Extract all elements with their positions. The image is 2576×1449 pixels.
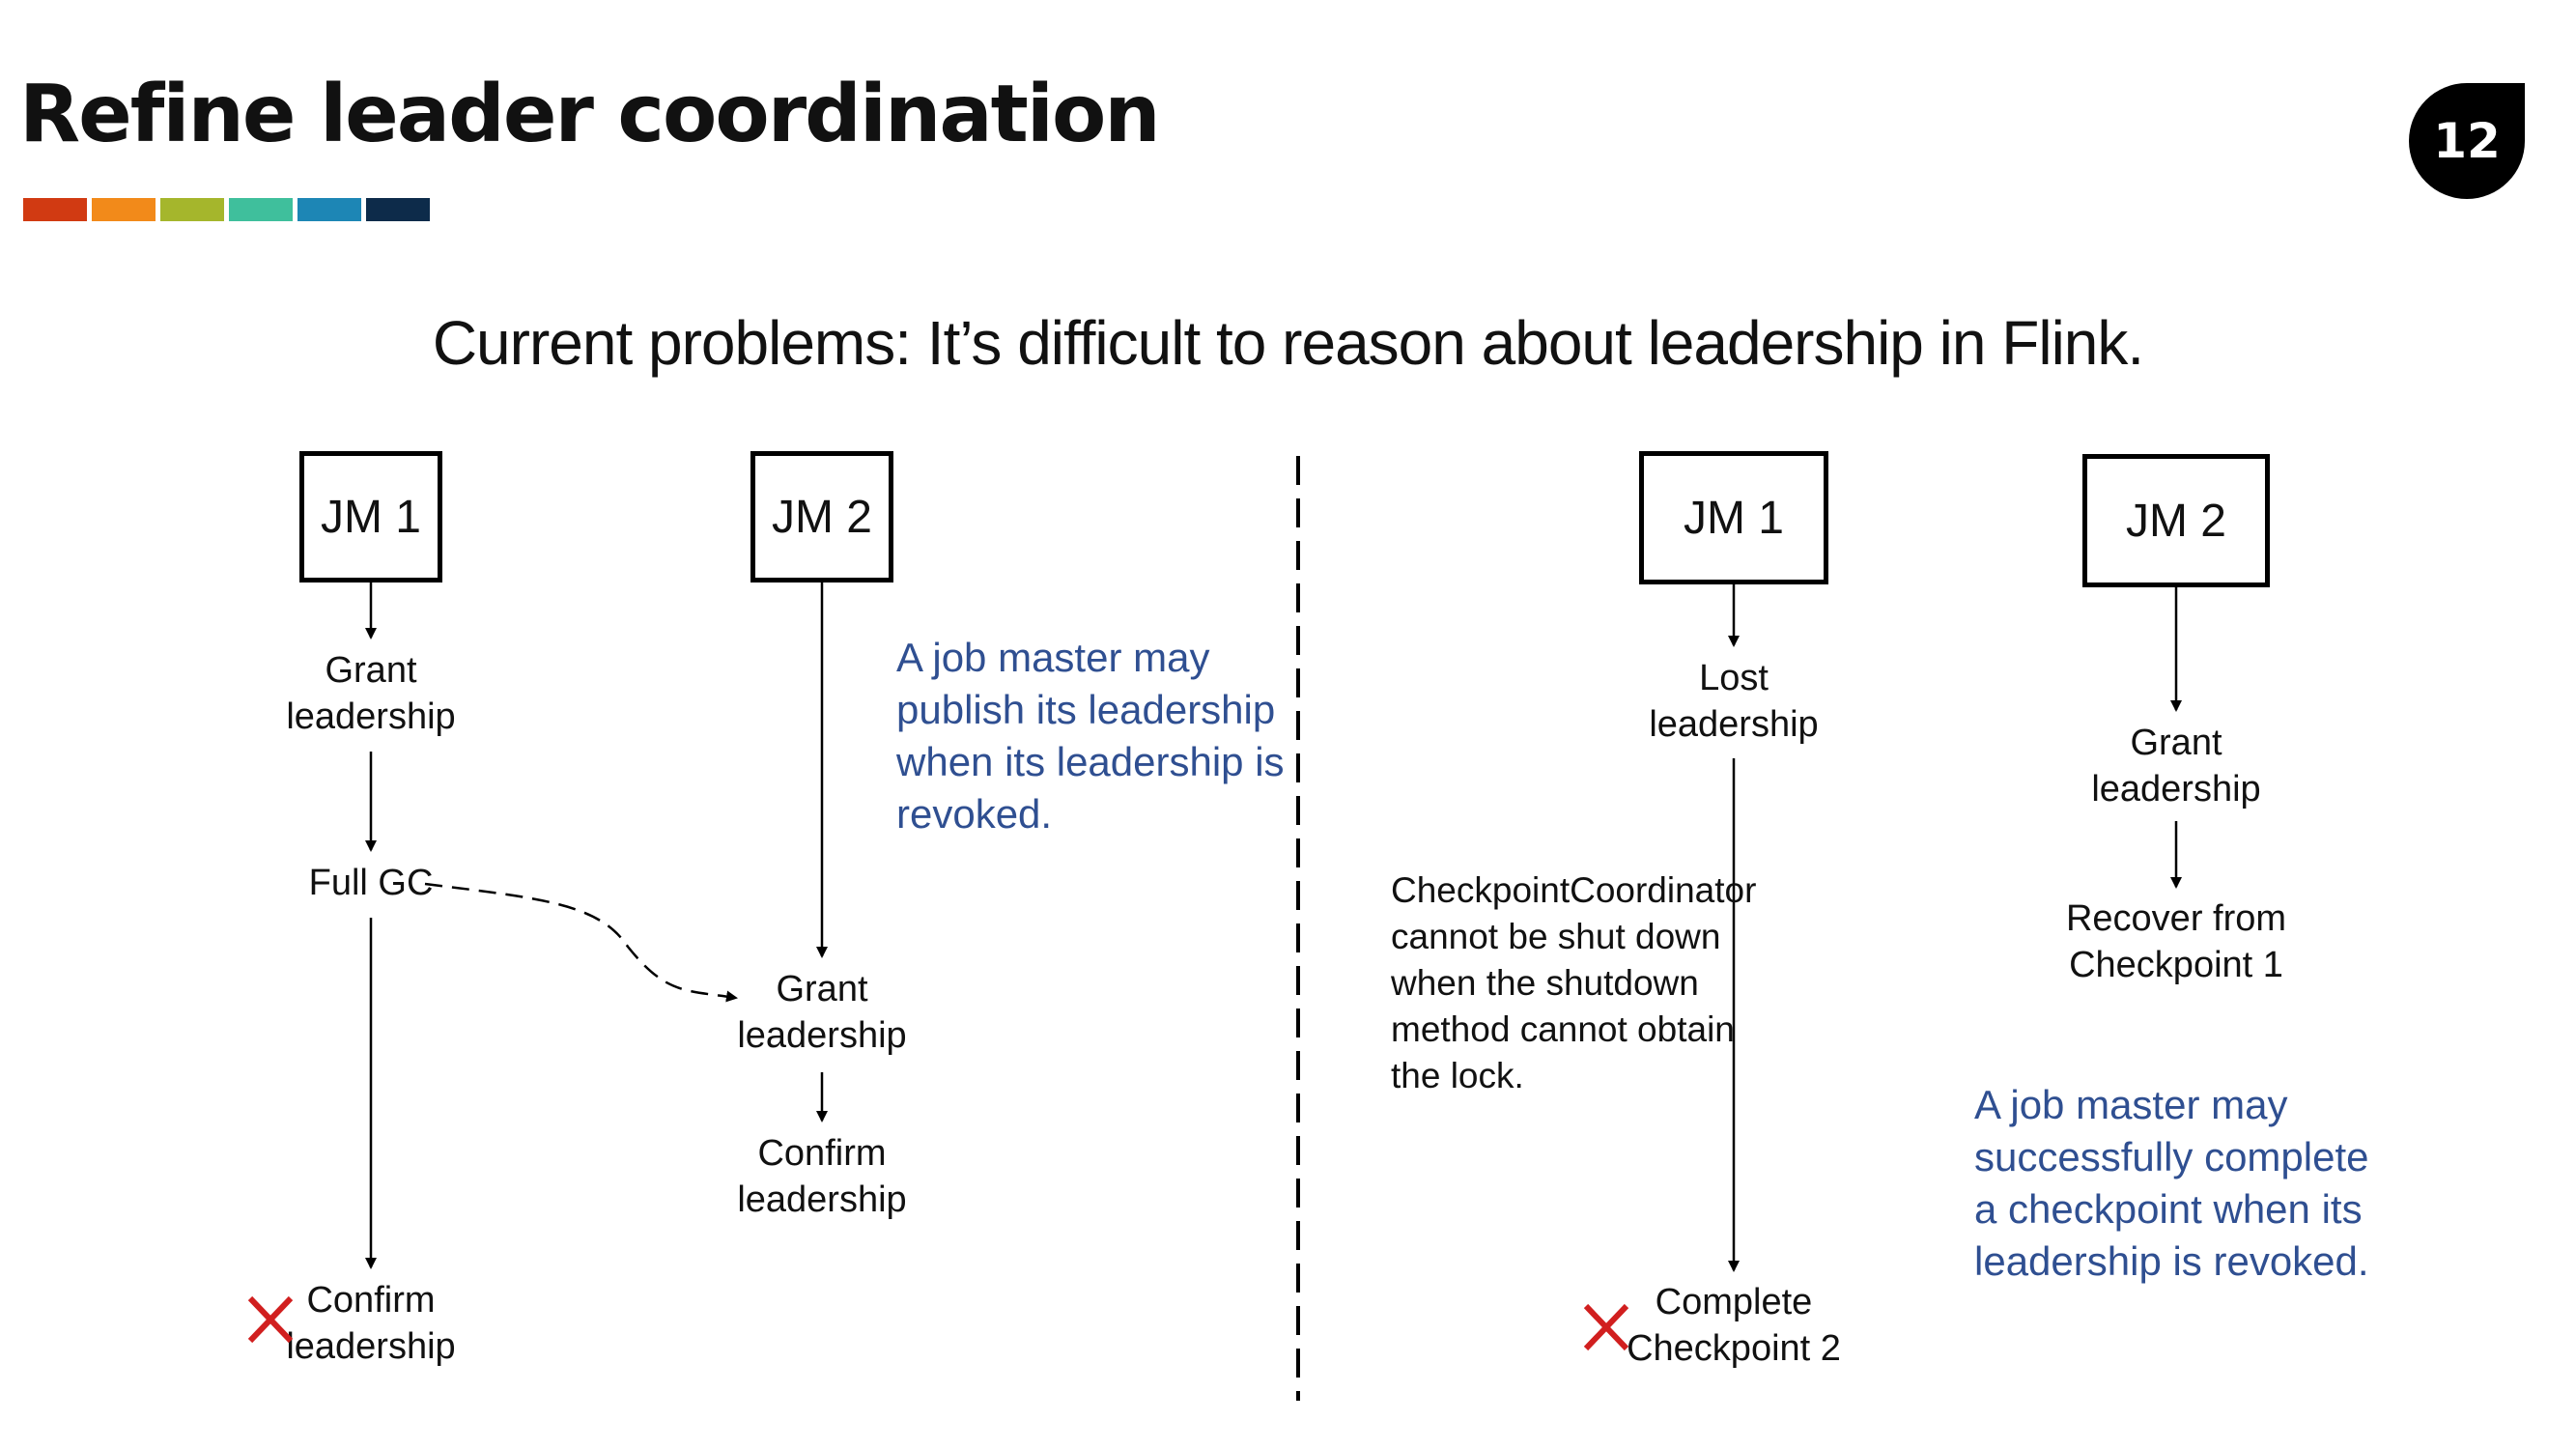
color-bar-segment bbox=[23, 198, 87, 221]
dashed-arrow-fullgc-to-jm2-grant bbox=[424, 882, 738, 1003]
right-jm1-box: JM 1 bbox=[1639, 451, 1828, 584]
color-bar-segment bbox=[92, 198, 156, 221]
left-jm1-full-gc: Full GC bbox=[308, 863, 434, 903]
right-jm2-recover-checkpoint: Recover from Checkpoint 1 bbox=[2065, 898, 2287, 985]
left-jm1-box: JM 1 bbox=[299, 451, 442, 582]
slide-subtitle: Current problems: It’s difficult to reas… bbox=[432, 308, 2144, 378]
right-blue-note: A job master may successfully complete a… bbox=[1974, 1082, 2369, 1284]
right-jm1-complete-checkpoint: Complete Checkpoint 2 bbox=[1627, 1282, 1841, 1369]
right-jm1-lost-leadership: Lost leadership bbox=[1649, 658, 1819, 745]
color-bar-segment bbox=[229, 198, 293, 221]
color-bar-segment bbox=[297, 198, 361, 221]
right-black-note: CheckpointCoordinator cannot be shut dow… bbox=[1391, 870, 1757, 1095]
left-jm2-box: JM 2 bbox=[750, 451, 893, 582]
color-bar-segment bbox=[160, 198, 224, 221]
color-bar-segment bbox=[366, 198, 430, 221]
page-number-badge: 12 bbox=[2409, 83, 2525, 199]
left-jm2-confirm-leadership: Confirm leadership bbox=[737, 1133, 907, 1220]
cross-icon bbox=[1583, 1303, 1629, 1351]
left-jm2-grant-leadership: Grant leadership bbox=[737, 969, 907, 1056]
left-blue-note: A job master may publish its leadership … bbox=[896, 635, 1285, 837]
cross-icon bbox=[247, 1295, 294, 1344]
slide-title: Refine leader coordination bbox=[19, 69, 1161, 160]
left-jm1-confirm-leadership: Confirm leadership bbox=[286, 1280, 456, 1367]
right-jm2-grant-leadership: Grant leadership bbox=[2091, 723, 2261, 810]
left-jm1-grant-leadership: Grant leadership bbox=[286, 650, 456, 737]
right-jm2-box: JM 2 bbox=[2082, 454, 2270, 587]
